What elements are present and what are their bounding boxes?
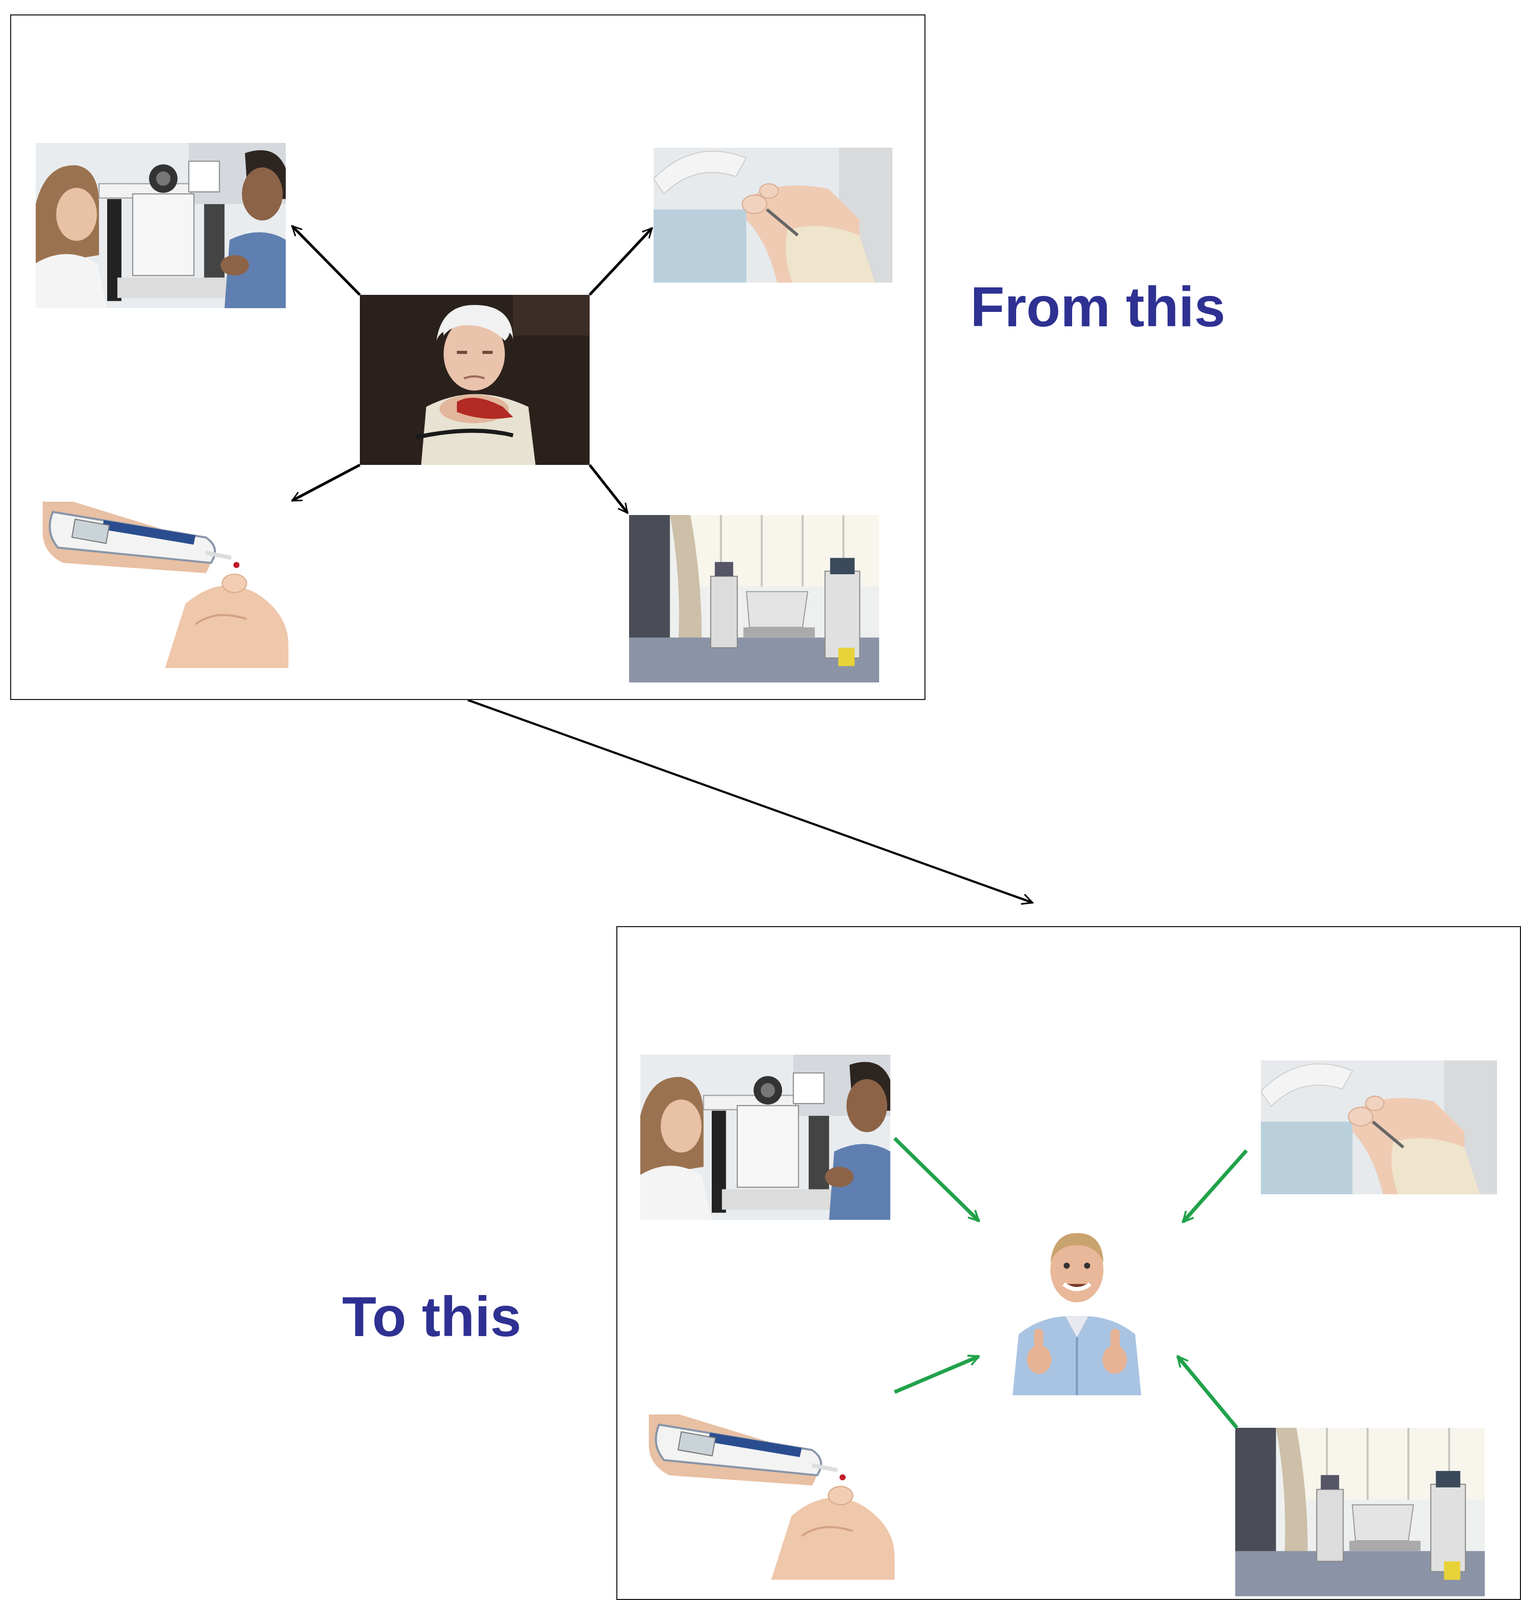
frame-heading: From this bbox=[970, 275, 1226, 340]
happy-patient-photo bbox=[1004, 1216, 1150, 1396]
unhappy-patient-photo bbox=[359, 294, 590, 465]
outward-arrows bbox=[292, 226, 653, 513]
glucose-meter-photo bbox=[42, 501, 289, 669]
dialysis-room-photo bbox=[629, 514, 880, 683]
inward-arrows bbox=[894, 1138, 1247, 1428]
foot-exam-photo bbox=[653, 147, 893, 283]
dialysis-room-photo bbox=[1235, 1427, 1485, 1597]
picture-frame: To this bbox=[616, 926, 1521, 1600]
frame-heading: To this bbox=[342, 1284, 522, 1349]
foot-exam-photo bbox=[1260, 1060, 1498, 1195]
glucose-meter-photo bbox=[648, 1414, 895, 1580]
eye-exam-photo bbox=[640, 1054, 891, 1220]
eye-exam-photo bbox=[35, 142, 286, 309]
picture-frame: From this bbox=[10, 14, 926, 700]
transition-arrow bbox=[468, 699, 1033, 903]
